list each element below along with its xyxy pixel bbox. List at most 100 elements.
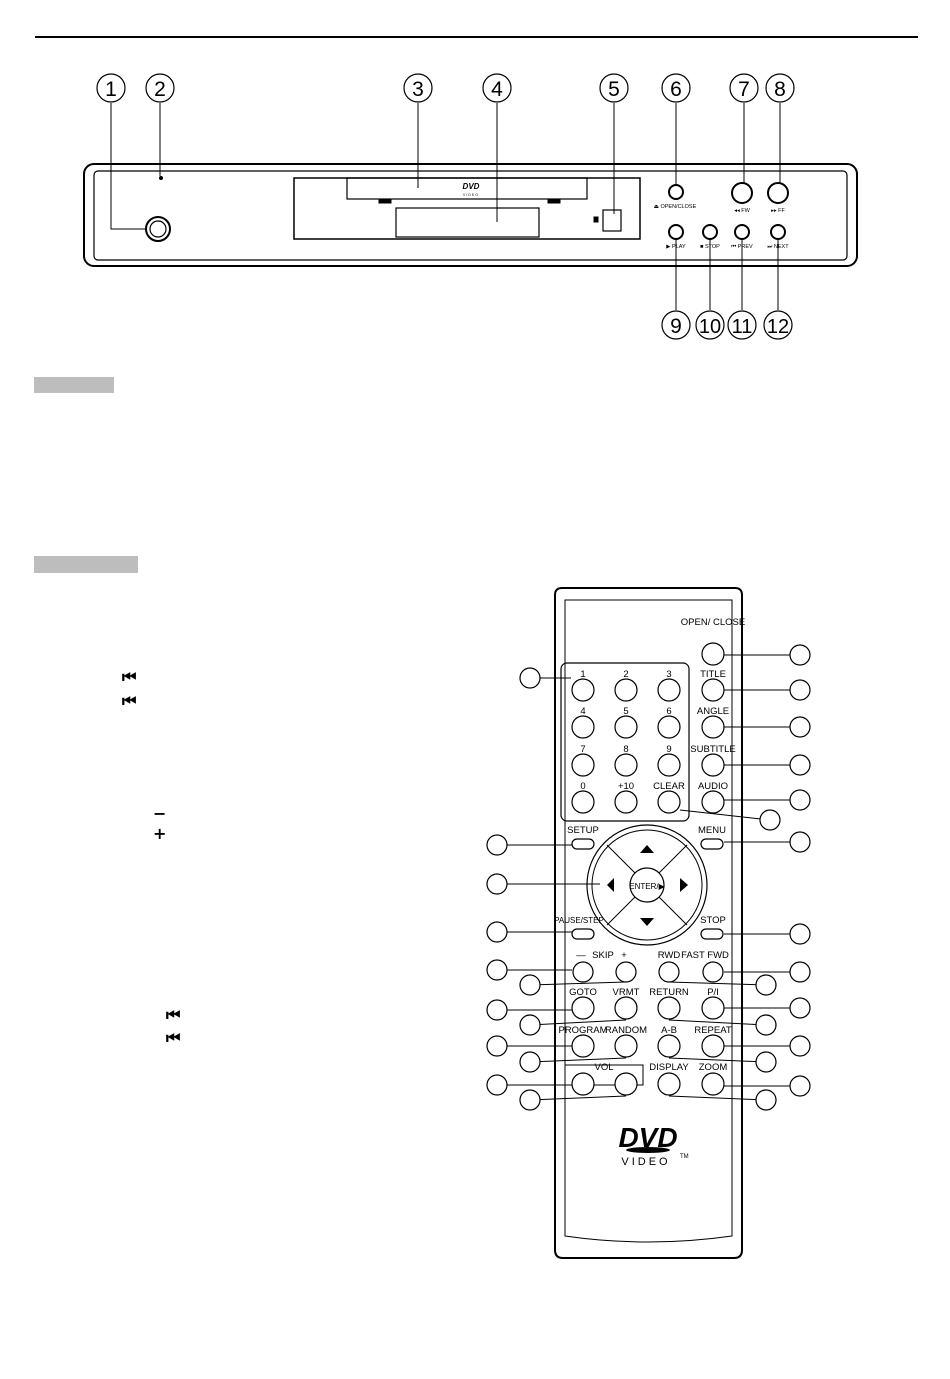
rc-right-button [701, 678, 725, 702]
rc-numpad-button [571, 715, 595, 739]
rc-stop-button [700, 928, 724, 940]
rc-callout-circle [789, 961, 811, 983]
rc-label-vol: VOL [594, 1062, 613, 1073]
callout-leader [668, 981, 767, 986]
callout-12: 12 [763, 310, 793, 340]
callout-leader [529, 1019, 627, 1026]
rc-callout-circle [789, 679, 811, 701]
rc-label-3: 3 [666, 669, 671, 680]
svg-text:TM: TM [680, 1154, 689, 1160]
label-ff: ▸▸ FF [771, 208, 785, 214]
svg-text:6: 6 [670, 78, 682, 101]
svg-text:7: 7 [738, 78, 750, 101]
rc-label-pi: P/I [707, 987, 719, 998]
rc-callout-circle [486, 959, 508, 981]
svg-text:2: 2 [154, 78, 166, 101]
rc-transport-button [702, 961, 724, 983]
rc-label-subtitle: SUBTITLE [690, 744, 735, 755]
label-fw: ◂◂ FW [734, 208, 750, 214]
dvd-player-front-panel [83, 163, 858, 267]
callout-leader [529, 981, 627, 986]
section-bar-front-panel [34, 377, 114, 393]
svg-text:VIDEO: VIDEO [621, 1156, 670, 1168]
rc-label-menu: MENU [698, 825, 726, 836]
rc-callout-circle [486, 1074, 508, 1096]
player-callouts-top: 1 2 3 4 5 6 7 8 [96, 73, 795, 103]
rc-callout-circle [755, 974, 777, 996]
callout-leader [679, 809, 771, 821]
player-logo: DVD VIDEO [463, 182, 480, 197]
rc-numpad-button [614, 753, 638, 777]
rc-label-audio: AUDIO [698, 781, 728, 792]
callout-11: 11 [727, 310, 757, 340]
rc-numpad-button [657, 678, 681, 702]
rc-label-ab: A-B [661, 1025, 677, 1036]
svg-text:8: 8 [774, 78, 786, 101]
rc-label-pause-step: PAUSE/STEP [554, 916, 604, 925]
svg-text:VIDEO: VIDEO [463, 193, 479, 197]
rc-callout-circle [486, 1035, 508, 1057]
rc-callout-circle [755, 1051, 777, 1073]
rc-lower-button [614, 1072, 638, 1096]
remote-control [554, 587, 743, 1259]
rc-label-stop: STOP [700, 915, 726, 926]
rc-callout-circle [789, 1035, 811, 1057]
svg-text:5: 5 [608, 78, 620, 101]
section-bar-remote [34, 556, 138, 573]
svg-text:9: 9 [670, 315, 682, 338]
rc-callout-circle [755, 1014, 777, 1036]
svg-text:12: 12 [767, 316, 789, 338]
rc-numpad-button [657, 753, 681, 777]
callout-leader [668, 1019, 767, 1026]
skip-prev-symbol-2: ⏮ [122, 691, 137, 710]
rc-label-title: TITLE [700, 669, 726, 680]
rc-label-1: 1 [580, 669, 585, 680]
rc-callout-circle [789, 789, 811, 811]
rc-label-skip-plus: + [621, 950, 627, 961]
rc-lower-button [571, 996, 595, 1020]
rc-label-clear: CLEAR [653, 781, 685, 792]
svg-text:11: 11 [732, 316, 753, 338]
rc-lower-button [657, 1072, 681, 1096]
rc-label-display: DISPLAY [649, 1062, 689, 1073]
callout-3: 3 [403, 73, 433, 103]
rc-label-angle: ANGLE [697, 706, 729, 717]
callout-4: 4 [482, 73, 512, 103]
rc-numpad-button [614, 715, 638, 739]
rc-callout-circle [519, 1051, 541, 1073]
rc-numpad-button [657, 715, 681, 739]
vol-minus-symbol: − [153, 804, 167, 823]
callout-9: 9 [661, 310, 691, 340]
rc-label-enter: ENTER/▶ [629, 882, 665, 891]
rc-transport-button [658, 961, 680, 983]
rc-callout-circle [486, 834, 508, 856]
rc-callout-circle [519, 1014, 541, 1036]
rc-label-zoom: ZOOM [699, 1062, 728, 1073]
rc-label-goto: GOTO [569, 987, 597, 998]
rc-numpad-button [614, 790, 638, 814]
rc-callout-circle [519, 974, 541, 996]
rc-callout-circle [486, 999, 508, 1021]
callout-8: 8 [765, 73, 795, 103]
rc-numpad-button [571, 790, 595, 814]
rc-callout-circle [789, 754, 811, 776]
rc-label-plus10: +10 [618, 781, 634, 792]
rc-transport-button [572, 961, 594, 983]
skip-prev-symbol-1: ⏮ [122, 667, 137, 686]
rc-transport-button [615, 961, 637, 983]
rc-numpad-button [614, 678, 638, 702]
rc-callout-circle [789, 716, 811, 738]
rc-label-random: RANDOM [605, 1025, 647, 1036]
skip-prev-symbol-4: ⏮ [166, 1028, 181, 1047]
rc-callout-circle [519, 1089, 541, 1111]
rc-lower-button [571, 1072, 595, 1096]
rc-label-8: 8 [623, 744, 628, 755]
rc-callout-circle [486, 921, 508, 943]
rc-right-button [701, 642, 725, 666]
rc-callout-circle [789, 923, 811, 945]
rc-callout-circle [519, 667, 541, 689]
rc-lower-button [657, 1034, 681, 1058]
rc-label-setup: SETUP [567, 825, 599, 836]
remote-buttons [571, 642, 725, 1096]
